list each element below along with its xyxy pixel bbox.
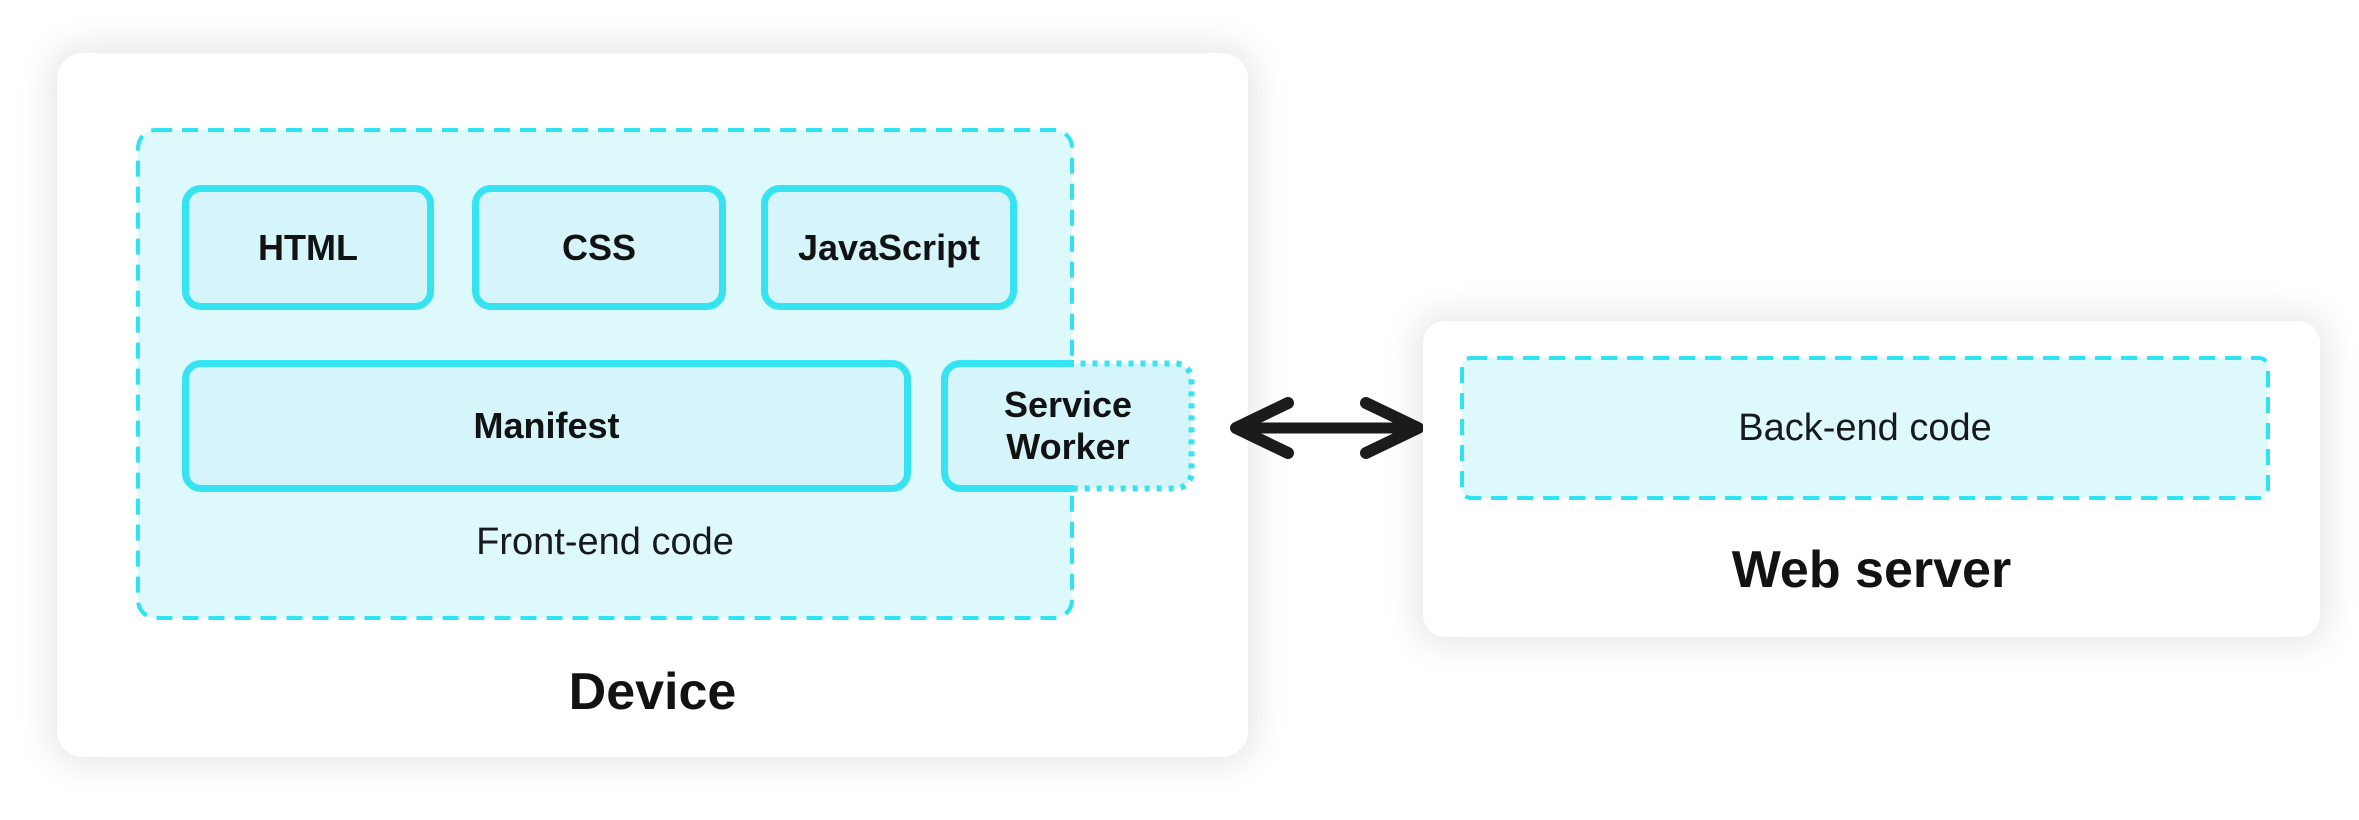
- device-card: HTML CSS JavaScript Manifest Front-end c…: [57, 53, 1248, 757]
- service-worker-solid-border-clip: [941, 360, 1074, 492]
- manifest-box: Manifest: [182, 360, 911, 492]
- javascript-box-label: JavaScript: [797, 226, 981, 268]
- service-worker-label: Service Worker: [1003, 384, 1133, 467]
- css-box: CSS: [472, 185, 726, 310]
- javascript-box: JavaScript: [761, 185, 1017, 310]
- device-label: Device: [568, 663, 737, 721]
- bidirectional-arrow-icon: [1230, 397, 1424, 459]
- backend-code-box: Back-end code: [1460, 356, 2270, 500]
- frontend-code-zone: HTML CSS JavaScript Manifest Front-end c…: [136, 128, 1074, 620]
- css-box-label: CSS: [561, 226, 637, 268]
- html-box: HTML: [182, 185, 434, 310]
- manifest-box-label: Manifest: [473, 405, 620, 446]
- web-server-card: Back-end code Web server: [1423, 321, 2320, 637]
- html-box-label: HTML: [258, 226, 358, 268]
- web-server-label: Web server: [1731, 541, 2012, 599]
- service-worker-box: Service Worker: [941, 360, 1195, 492]
- frontend-code-label: Front-end code: [476, 521, 734, 563]
- solid-border-service-worker: [941, 360, 1074, 492]
- dashed-border-backend: [1460, 356, 2270, 500]
- backend-code-label: Back-end code: [1738, 406, 1992, 449]
